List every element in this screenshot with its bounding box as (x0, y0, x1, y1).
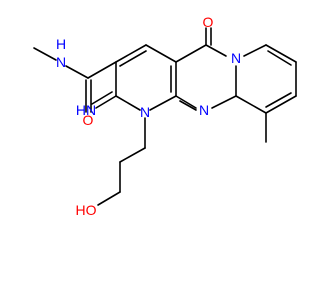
bond (267, 50, 292, 66)
bond (119, 147, 146, 163)
imine-nh-label: HN (76, 102, 96, 118)
ring-n-bridge-label: N (199, 102, 209, 118)
hydroxyl-label: HO (76, 202, 97, 218)
bond (33, 47, 57, 61)
amide-h-label: H (56, 36, 66, 52)
bond (91, 91, 113, 105)
bond (265, 44, 297, 63)
bond (265, 95, 297, 114)
bond (97, 191, 121, 206)
bond (87, 61, 117, 79)
bond (175, 95, 197, 109)
bond (95, 95, 117, 109)
ketone-o-label: O (203, 14, 214, 30)
ring-n1-label: N (140, 104, 150, 120)
bond (175, 44, 207, 63)
bond (65, 65, 89, 79)
bond (265, 92, 292, 108)
bond (115, 95, 141, 111)
bond (145, 44, 177, 63)
atom-labels: H N O O HN N N N HO (56, 14, 241, 218)
bond-lines (33, 27, 297, 206)
ring-n-pyrido-label: N (231, 50, 241, 66)
amide-n-label: N (56, 54, 66, 70)
bond (205, 44, 227, 57)
bond (115, 44, 147, 63)
bond (179, 100, 197, 111)
molecule-structure: H N O O HN N N N HO (33, 14, 297, 218)
bond (149, 95, 177, 111)
bond (119, 50, 147, 67)
bond (211, 95, 237, 109)
bond (243, 44, 267, 57)
amide-o-label: O (83, 112, 94, 128)
bond (235, 95, 267, 114)
